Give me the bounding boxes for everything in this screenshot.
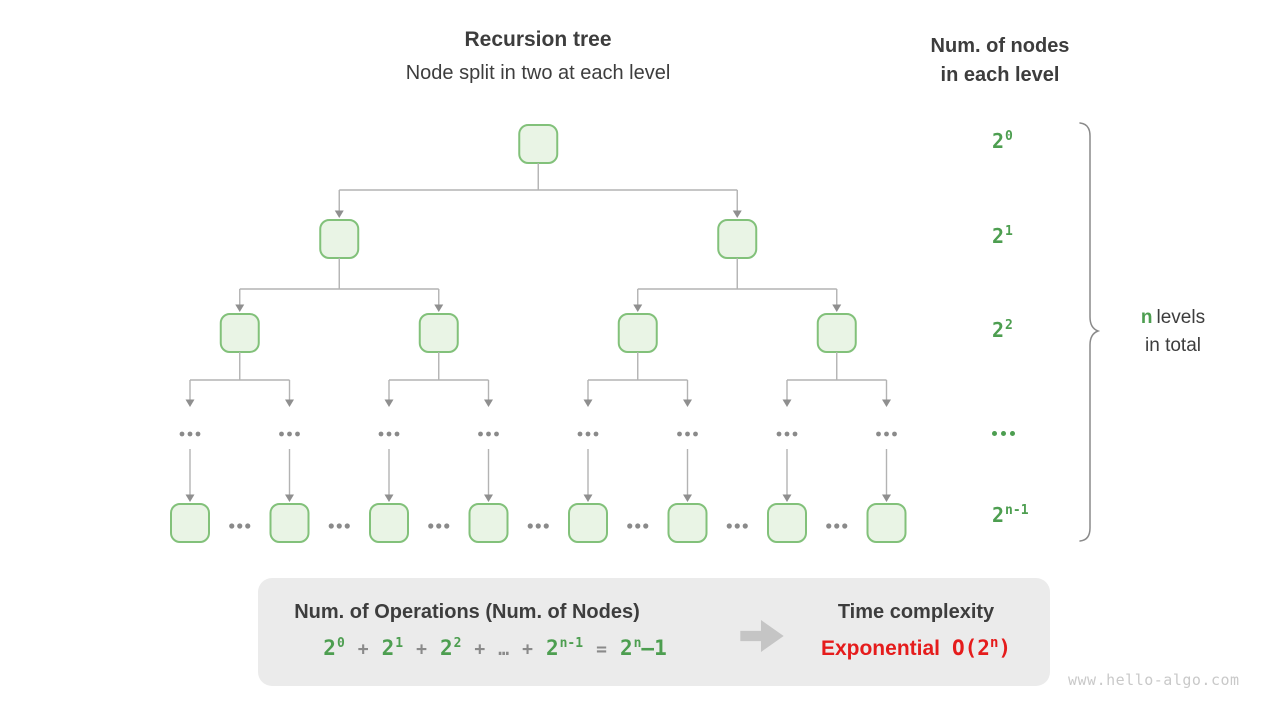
ellipsis-dots	[627, 523, 649, 529]
ellipsis-dots	[776, 431, 798, 437]
arrowhead-icon	[782, 494, 792, 502]
tree-node	[866, 503, 907, 543]
time-complexity-title: Time complexity	[837, 601, 995, 623]
ellipsis-dots	[726, 523, 748, 529]
arrowhead-icon	[484, 399, 493, 407]
formula-token: 2n-1	[545, 636, 584, 660]
ellipsis-dots	[328, 523, 350, 529]
formula-token: …	[498, 639, 510, 660]
tree-level-2	[219, 313, 857, 353]
formula-token: 22	[439, 636, 462, 660]
tree-level-0	[518, 124, 559, 164]
n-variable: n	[1140, 307, 1153, 328]
diagram-subtitle: Node split in two at each level	[405, 62, 671, 84]
arrowhead-icon	[633, 304, 643, 312]
arrowhead-icon	[782, 399, 792, 407]
tree-node	[717, 219, 758, 259]
ellipsis-dots	[378, 431, 400, 437]
level-label-ellipsis	[992, 431, 1015, 436]
formula-token: +	[416, 639, 427, 660]
ellipsis-dots	[826, 523, 848, 529]
time-complexity-value: Exponential O(2n)	[821, 635, 1011, 661]
tree-node	[568, 503, 608, 543]
ellipsis-dots	[577, 431, 599, 437]
arrowhead-icon	[285, 399, 294, 407]
arrowhead-icon	[384, 399, 394, 407]
ellipsis-dots	[527, 523, 549, 529]
ellipsis-dots	[229, 523, 251, 529]
arrowhead-icon	[732, 210, 742, 218]
formula-token: 21	[381, 636, 404, 660]
connector-level-3-4	[185, 449, 891, 502]
operations-formula: 20 +21 +22 + … +2n-1 = 2n–1	[323, 636, 666, 660]
tree-node	[219, 313, 260, 353]
connector-level-2-3	[185, 352, 891, 407]
levels-total-line2: in total	[1145, 335, 1201, 356]
ellipsis-dots	[876, 431, 897, 437]
diagram-title: Recursion tree	[464, 28, 612, 51]
nodes-per-level-header: Num. of nodes in each level	[880, 32, 1120, 90]
tree-node	[418, 313, 459, 353]
tree-node	[319, 219, 360, 259]
level-count-label: 21	[992, 224, 1013, 248]
curly-brace-icon	[1079, 122, 1101, 542]
watermark: www.hello-algo.com	[1068, 671, 1240, 689]
tree-node	[617, 313, 658, 353]
tree-node	[816, 313, 857, 353]
arrowhead-icon	[832, 304, 842, 312]
tree-node	[518, 124, 559, 164]
tree-level-1	[319, 219, 758, 259]
arrowhead-icon	[484, 494, 493, 502]
ellipsis-dots	[279, 431, 300, 437]
level-count-label: 2n-1	[992, 503, 1029, 527]
formula-token: +	[522, 639, 533, 660]
arrowhead-icon	[185, 399, 195, 407]
ellipsis-dots	[179, 431, 201, 437]
tree-level-3-ellipsis	[179, 431, 897, 437]
nodes-per-level-line2: in each level	[940, 64, 1060, 86]
connector-level-1-2	[235, 258, 842, 312]
summary-box: Num. of Operations (Num. of Nodes) 20 +21…	[258, 578, 1050, 686]
operations-title: Num. of Operations (Num. of Nodes)	[294, 601, 640, 623]
arrowhead-icon	[235, 304, 245, 312]
formula-token: +	[357, 639, 369, 660]
nodes-per-level-line1: Num. of nodes	[930, 35, 1070, 57]
arrowhead-icon	[583, 494, 593, 502]
big-o-notation: O(2n)	[952, 635, 1012, 660]
level-count-label: 20	[992, 129, 1013, 153]
arrowhead-icon	[683, 494, 692, 502]
arrowhead-icon	[334, 210, 344, 218]
arrowhead-icon	[285, 494, 294, 502]
arrowhead-icon	[185, 494, 195, 502]
tree-node	[468, 503, 509, 543]
tree-node	[767, 503, 807, 543]
tree-node	[170, 503, 210, 543]
arrowhead-icon	[434, 304, 444, 312]
formula-token: 2n–1	[619, 636, 667, 660]
arrowhead-icon	[583, 399, 593, 407]
formula-token: =	[596, 639, 607, 660]
tree-node	[369, 503, 409, 543]
arrowhead-icon	[882, 399, 891, 407]
ellipsis-dots	[677, 431, 698, 437]
formula-token: 20	[323, 636, 345, 660]
complexity-word: Exponential	[820, 637, 940, 660]
ellipsis-dots	[478, 431, 499, 437]
tree-levels	[170, 124, 907, 543]
right-arrow-icon	[740, 620, 784, 652]
formula-token: +	[474, 639, 486, 660]
arrowhead-icon	[882, 494, 891, 502]
ellipsis-dots	[428, 523, 450, 529]
tree-node	[667, 503, 708, 543]
levels-word: levels	[1156, 307, 1206, 328]
arrowhead-icon	[384, 494, 394, 502]
level-count-label: 22	[992, 318, 1013, 342]
tree-node	[269, 503, 310, 543]
connector-level-0-1	[334, 163, 742, 218]
arrowhead-icon	[683, 399, 692, 407]
tree-level-4	[170, 503, 907, 543]
